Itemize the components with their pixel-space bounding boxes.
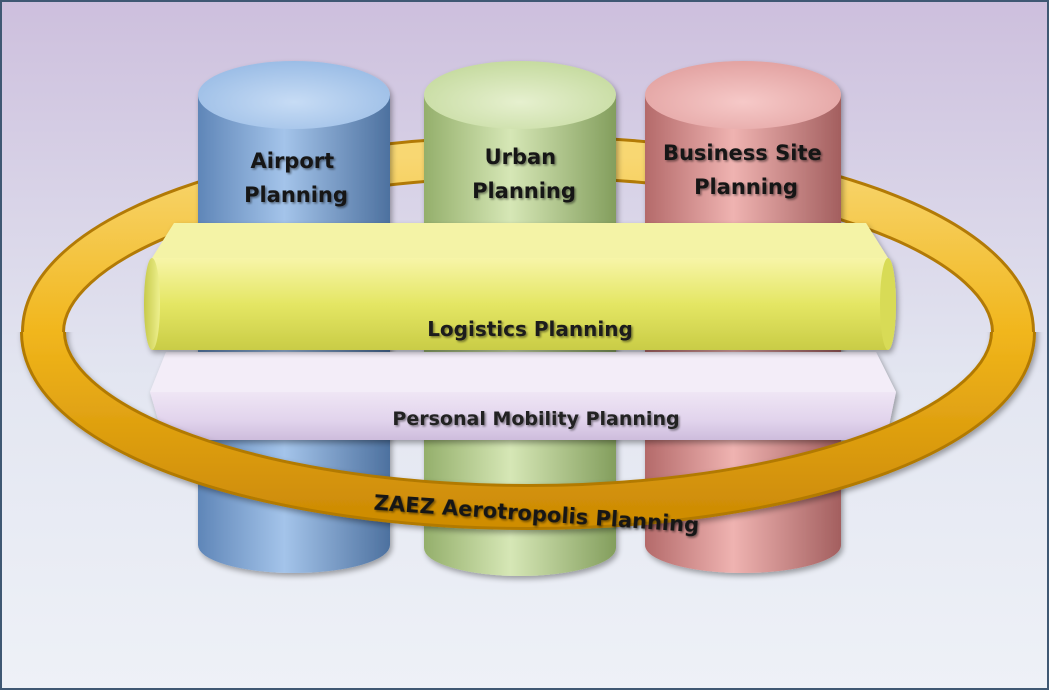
logistics-label: Logistics Planning [427,317,633,341]
pillar-label-urban: Urban Planning [472,145,576,203]
mobility-slab [150,352,896,440]
logistics-slab [144,223,896,350]
mobility-label: Personal Mobility Planning [392,408,679,430]
pillar-label-airport: Airport Planning [244,149,348,207]
ring-front [20,332,1036,530]
pillar-label-business: Business Site Planning [663,141,829,199]
